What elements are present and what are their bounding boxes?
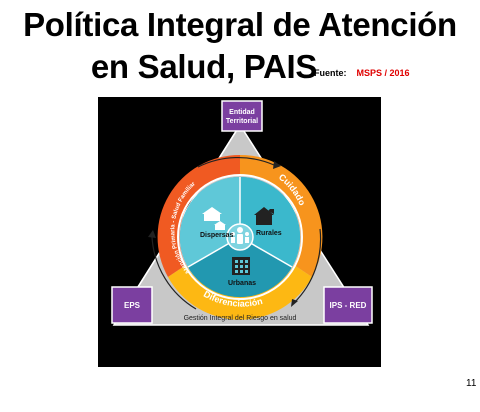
right-box-label: IPS - RED <box>330 301 367 310</box>
source-note: Fuente: MSPS / 2016 <box>314 68 410 78</box>
home-icon <box>254 207 274 225</box>
page-title-line-1: Política Integral de Atención <box>23 6 457 43</box>
label-rurales: Rurales <box>256 230 282 237</box>
arrow-heads <box>148 161 298 307</box>
people-icon <box>231 227 249 244</box>
cycle-arrows <box>151 156 322 310</box>
diagram-panel: Dispersas Rurales Urbanas Atención Prima… <box>98 97 381 367</box>
page-title-line-2: en Salud, PAIS <box>90 48 318 85</box>
bottom-label: Gestión Integral del Riesgo en salud <box>184 315 297 322</box>
page-number: 11 <box>466 378 477 389</box>
source-value: MSPS / 2016 <box>356 68 410 78</box>
left-box-label: EPS <box>124 301 141 310</box>
label-dispersas: Dispersas <box>200 232 234 239</box>
house-icon <box>202 207 226 230</box>
building-icon <box>232 257 250 275</box>
right-box <box>323 286 373 324</box>
ring-segment-bottom <box>168 265 312 320</box>
label-urbanas: Urbanas <box>228 280 256 287</box>
inner-sector-dispersas <box>179 177 240 267</box>
top-box-line-1: Entidad <box>229 109 255 116</box>
ring-separator <box>177 174 303 300</box>
top-box-line-2: Territorial <box>226 118 258 125</box>
top-box <box>221 100 263 132</box>
left-box <box>111 286 153 324</box>
pais-diagram: Dispersas Rurales Urbanas Atención Prima… <box>111 100 373 326</box>
source-label: Fuente: <box>314 68 347 78</box>
